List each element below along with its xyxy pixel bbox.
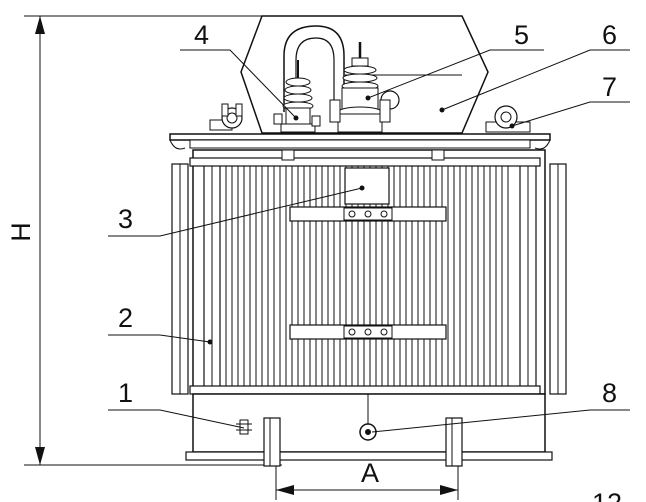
radiator-fin	[417, 165, 425, 387]
high-voltage-bushing	[329, 42, 391, 133]
leader-lines	[108, 49, 630, 433]
radiator-brackets	[289, 206, 447, 340]
radiator-fin	[333, 165, 341, 387]
tank-base	[185, 393, 553, 467]
tank-lid	[169, 133, 551, 150]
radiator-fin	[285, 165, 293, 387]
radiator-fin	[489, 165, 497, 387]
radiator-fin	[249, 165, 257, 387]
callout-7: 7	[602, 72, 617, 102]
radiator-fin	[321, 165, 329, 387]
height-dimension: H	[6, 15, 282, 466]
radiator-fin	[261, 165, 269, 387]
radiator-fins	[225, 165, 509, 387]
lifting-eye-right	[485, 105, 531, 133]
radiator-fin	[441, 165, 449, 387]
radiator-fin	[393, 165, 401, 387]
radiator-fin	[477, 165, 485, 387]
drain-valve	[359, 394, 377, 441]
callout-5: 5	[514, 20, 529, 50]
callout-labels: 1 2 3 4 5 6 7 8	[118, 20, 617, 408]
callout-1: 1	[118, 378, 133, 408]
callout-4: 4	[194, 20, 209, 50]
radiator-fin	[273, 165, 281, 387]
radiator-fin	[225, 165, 233, 387]
width-dimension: A	[275, 458, 459, 500]
side-radiator-right	[519, 163, 567, 395]
height-label: H	[6, 222, 36, 242]
radiator-fin	[453, 165, 461, 387]
page-number: 12	[592, 488, 622, 502]
radiator-fin	[429, 165, 437, 387]
radiator-fin	[405, 165, 413, 387]
lifting-eye-left	[209, 103, 243, 131]
nameplate	[344, 167, 390, 205]
radiator-fin	[501, 165, 509, 387]
radiator-fin	[237, 165, 245, 387]
low-voltage-bushing	[273, 60, 321, 133]
radiator-fin	[297, 165, 305, 387]
radiator-fin	[465, 165, 473, 387]
callout-6: 6	[602, 20, 617, 50]
callout-8: 8	[602, 378, 617, 408]
callout-2: 2	[118, 303, 133, 333]
callout-3: 3	[118, 204, 133, 234]
width-label: A	[361, 458, 379, 488]
